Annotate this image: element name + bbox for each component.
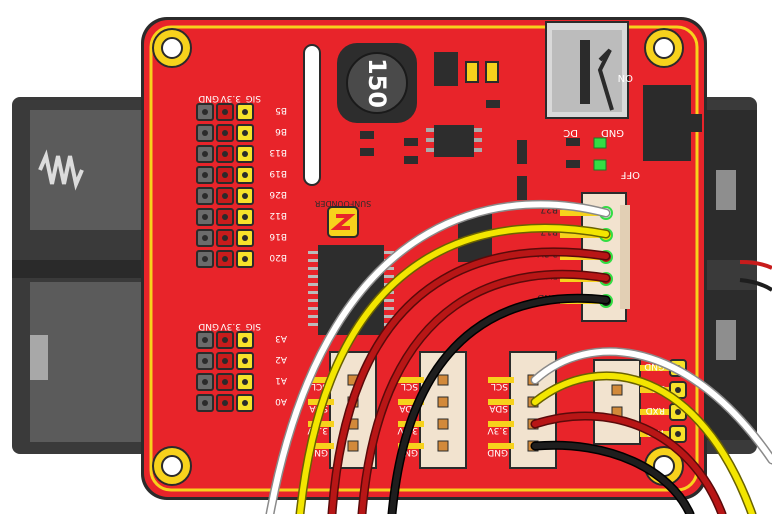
wire-white-b27 (267, 201, 609, 514)
connector-pin-label: 3.3V (487, 425, 508, 435)
connector-pin-label: GND (487, 447, 508, 457)
battery-wire-black (739, 278, 772, 292)
power-switch-knob[interactable] (684, 114, 702, 132)
connector-pin[interactable] (437, 374, 449, 386)
regulator-chip (426, 125, 482, 157)
header-col-label: 3.3V (220, 93, 241, 103)
mounting-holes (152, 28, 684, 486)
brand-label: SUNFOUNDER (314, 199, 371, 208)
header-pin-label: A1 (275, 375, 287, 385)
header-col-label: GND (198, 321, 219, 331)
header-pin-label: B19 (269, 168, 287, 178)
connector-pin-label: SDA (489, 403, 508, 413)
switch-off-label: OFF (620, 169, 640, 180)
connector-pin-label: GND (307, 447, 328, 457)
wire-yellow-b17 (297, 225, 609, 514)
dc-label: DC (563, 127, 578, 138)
silkscreen-bar (303, 44, 321, 186)
wire-black-gnd (389, 295, 609, 514)
capacitor (485, 61, 499, 83)
wire-yellow-sda (532, 372, 755, 514)
wire-red-5v (359, 271, 609, 514)
uart-pin-label: GND (644, 361, 665, 371)
gnd-label: GND (601, 127, 624, 138)
uart-pin-label: RXD (646, 405, 665, 415)
header-pin-label: B12 (269, 210, 287, 220)
board-gold-trace (149, 25, 699, 492)
header-col-label: SIG (246, 93, 261, 103)
connector-pin-label: SDA (399, 403, 418, 413)
inductor: 150 (337, 43, 417, 123)
header-col-label: 3.3V (220, 321, 241, 331)
battery-spring-icon (38, 149, 84, 191)
wire-red-3v3 (329, 248, 609, 514)
header-pin-label: B26 (269, 189, 287, 199)
connector-pin-label: GND (397, 447, 418, 457)
inductor-label: 150 (363, 58, 391, 108)
header-pin-label: A2 (275, 354, 287, 364)
sunfounder-logo: SUNFOUNDER (314, 199, 371, 238)
connector-pin-label: SCL (311, 381, 328, 391)
power-switch-body[interactable] (643, 85, 691, 161)
power-led (593, 159, 607, 171)
header-col-label: SIG (246, 321, 261, 331)
battery-divider (12, 260, 152, 278)
header-pin-label: B5 (275, 105, 287, 115)
battery-terminal (30, 335, 48, 380)
battery-cell-right-bottom (705, 290, 757, 440)
connector-pin[interactable] (437, 440, 449, 452)
battery-cell-bottom (30, 282, 145, 442)
power-switch[interactable] (643, 85, 702, 161)
header-pin-label: B13 (269, 147, 287, 157)
wire-white-scl (532, 348, 772, 463)
header-pin-label: B16 (269, 231, 287, 241)
battery-terminal-right-2 (716, 320, 736, 360)
header-col-label: GND (198, 93, 219, 103)
header-pin-label: B6 (275, 126, 287, 136)
connector-pin[interactable] (347, 440, 359, 452)
battery-wire-red (739, 260, 772, 270)
connector-pin-label: SCL (401, 381, 418, 391)
wires (265, 199, 772, 514)
diode (434, 52, 458, 86)
wire-black-i2c-gnd (532, 442, 693, 514)
dc-jack (545, 21, 629, 119)
power-led (593, 137, 607, 149)
battery-terminal-right (716, 170, 736, 210)
connector-pin-label: B27 (540, 204, 558, 214)
connector-pin[interactable] (437, 418, 449, 430)
header-pin-label: A0 (275, 396, 287, 406)
switch-on-label: ON (618, 72, 633, 83)
header-pin-label: B20 (269, 252, 287, 262)
wire-red-i2c-3v3 (532, 413, 725, 514)
header-pin-label: A3 (275, 333, 287, 343)
connector-pin[interactable] (437, 396, 449, 408)
connector-pin-label: SCL (491, 381, 508, 391)
capacitor (465, 61, 479, 83)
